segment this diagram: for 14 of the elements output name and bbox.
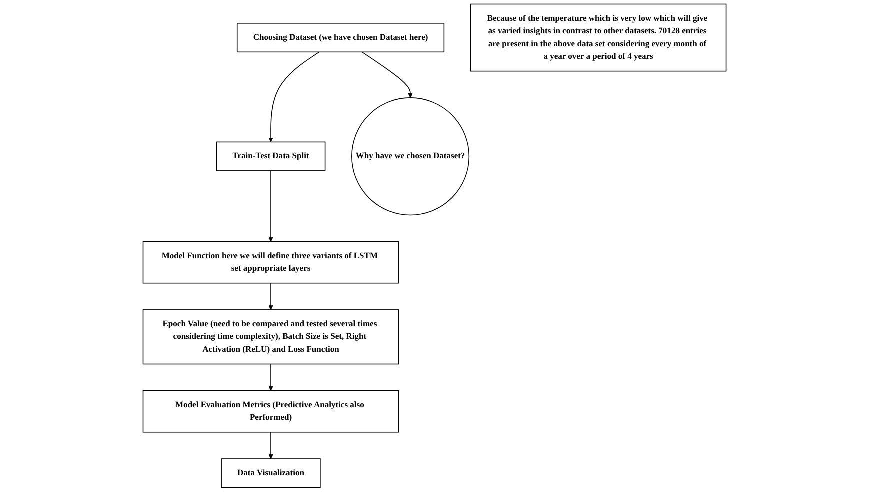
arrow <box>268 364 274 392</box>
arrow <box>362 52 413 98</box>
node-box: Train-Test Data Split <box>216 142 326 172</box>
node-box: Model Evaluation Metrics (Predictive Analytics also Performed) <box>142 390 399 433</box>
node-circle: Why have we chosen Dataset? <box>351 98 470 216</box>
node-box: Epoch Value (need to be compared and tested several times considering time complexity), Batch Size is Set, Right Activation (ReLU) and Loss Function <box>142 310 399 365</box>
node-box: Model Function here we will define three variants of LSTM set appropriate layers <box>142 241 399 284</box>
arrow <box>268 52 320 142</box>
node-box: Choosing Dataset (we have chosen Dataset here) <box>236 23 444 53</box>
arrow <box>268 432 274 460</box>
node-box: Data Visualization <box>220 458 321 488</box>
node-box: Because of the temperature which is very low which will give as varied insights in contrast to other datasets. 70128 entries are present in the above data set considering every month of a year over a period of 4 years <box>470 4 726 72</box>
arrow <box>268 170 274 242</box>
arrow <box>268 282 274 310</box>
